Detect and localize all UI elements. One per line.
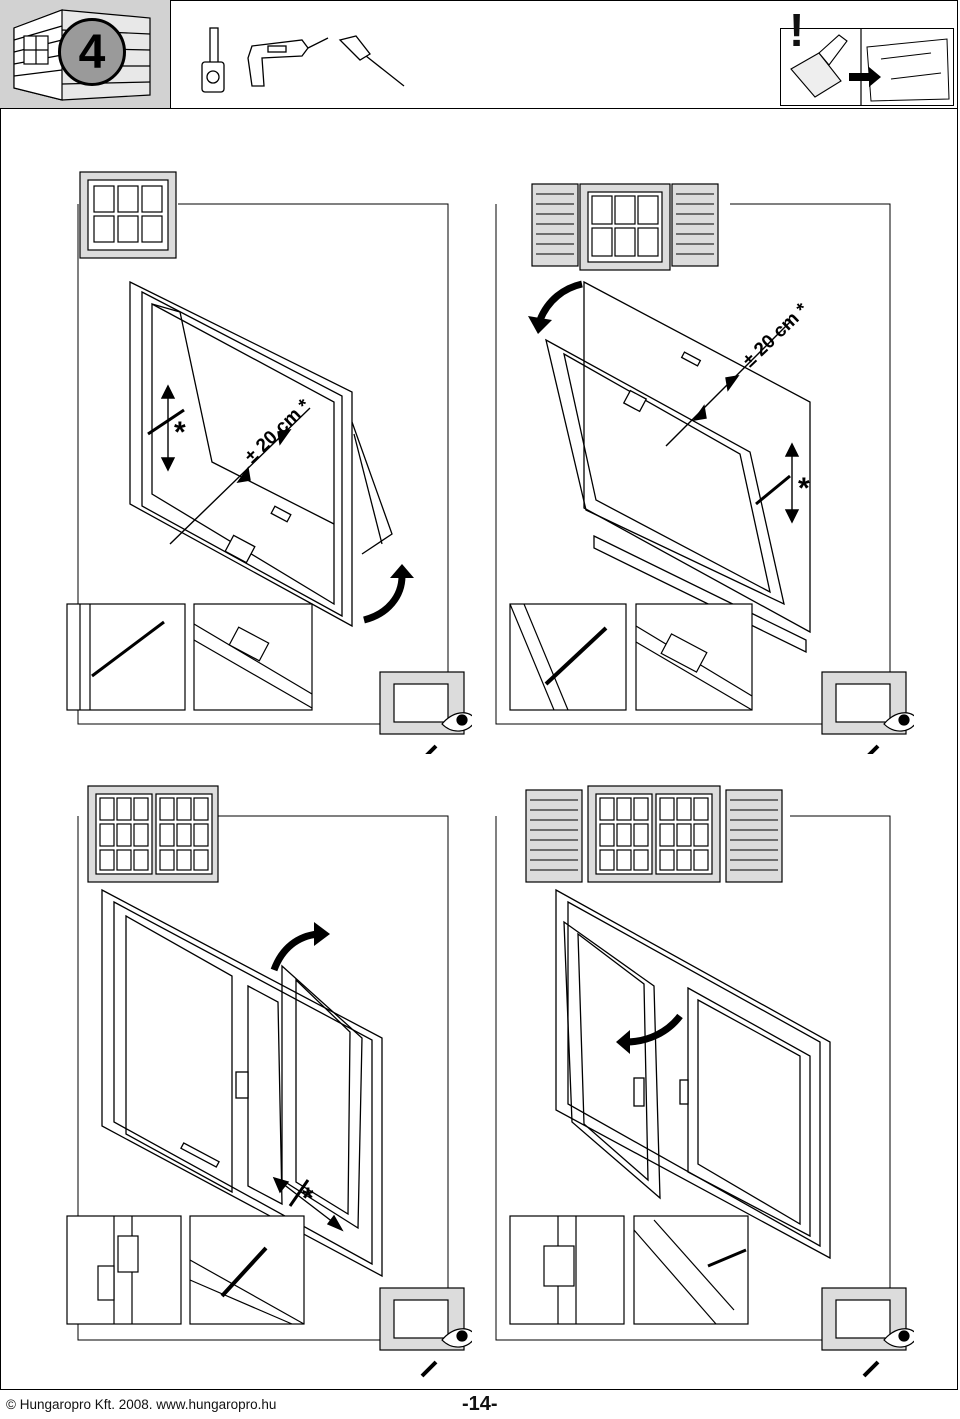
- warning-box: !: [780, 4, 954, 106]
- header-bar: 4 !: [0, 0, 958, 109]
- panel-bottom-right: [494, 780, 914, 1380]
- panel-bottom-left: *: [52, 780, 472, 1380]
- detail-handle: [193, 603, 313, 711]
- dimension-label: ± 20 cm *: [241, 395, 315, 468]
- step-box: 4: [0, 0, 171, 108]
- tape-measure-icon: [201, 27, 225, 93]
- thumbnail-shutter-window: [531, 183, 719, 271]
- rotate-arrow-icon: [363, 564, 414, 624]
- casement-window-illustration: [101, 888, 383, 1278]
- vertical-dimension-arrow: [160, 384, 176, 472]
- step-number: 4: [58, 18, 126, 86]
- rotate-arrow-icon: [528, 280, 583, 334]
- marker-star: *: [174, 416, 186, 449]
- detail-stay-arm: [509, 603, 627, 711]
- tools-group: [201, 27, 405, 93]
- vertical-dimension-arrow: [784, 442, 800, 524]
- rotate-arrow-icon: [616, 1013, 683, 1054]
- detail-stay-arm: [633, 1215, 749, 1325]
- panel-top-left: * ± 20 cm *: [52, 164, 472, 754]
- rotate-arrow-icon: [270, 922, 330, 972]
- warning-mark: !: [789, 4, 805, 56]
- arrow-right-icon: [849, 67, 881, 87]
- wood-panel-icon: [866, 38, 950, 102]
- paint-brush-icon: [790, 34, 848, 98]
- thumbnail-shutter-double-window: [525, 785, 783, 883]
- thumbnail-double-window: [87, 785, 219, 883]
- tilt-window-illustration: [545, 280, 811, 654]
- diagonal-dimension-arrow: [665, 321, 791, 447]
- thumbnail-single-window: [79, 171, 177, 259]
- view-eye-icon: [821, 1287, 914, 1378]
- detail-stay-arm: [66, 603, 186, 711]
- detail-stay-arm: [189, 1215, 305, 1325]
- diagonal-dimension-arrow: [169, 407, 311, 545]
- page-number: -14-: [462, 1393, 498, 1415]
- casement-window-illustration: [555, 888, 831, 1260]
- footer-copyright: © Hungaropro Kft. 2008. www.hungaropro.h…: [6, 1397, 277, 1412]
- drill-icon: [247, 37, 329, 87]
- detail-hinge: [509, 1215, 625, 1325]
- marker-star: *: [798, 472, 810, 505]
- panel-top-right: * ± 20 cm *: [494, 164, 914, 754]
- marker-star: *: [302, 1182, 314, 1215]
- page-frame: [0, 0, 958, 1390]
- view-eye-icon: [379, 671, 472, 754]
- detail-hinge: [66, 1215, 182, 1325]
- dimension-label: ± 20 cm *: [739, 299, 813, 372]
- screwdriver-icon: [338, 35, 405, 87]
- detail-handle: [635, 603, 753, 711]
- view-eye-icon: [379, 1287, 472, 1378]
- view-eye-icon: [821, 671, 914, 754]
- diagonal-dimension-arrow: [272, 1176, 344, 1232]
